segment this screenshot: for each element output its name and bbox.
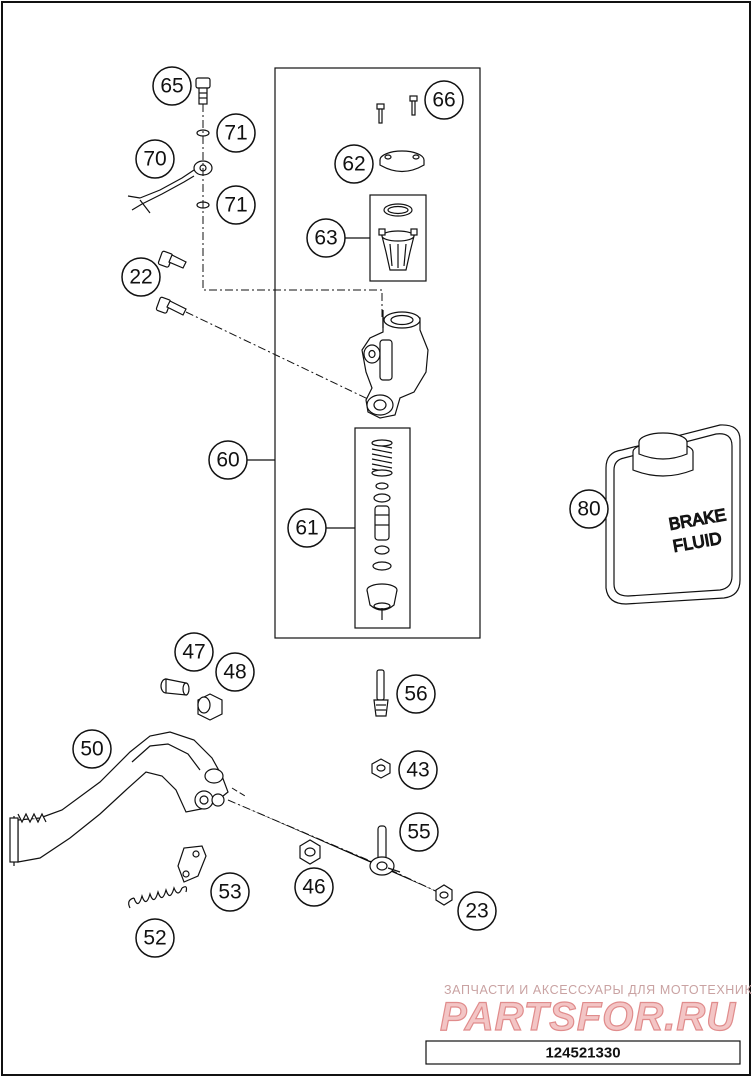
callout-48: 48 — [215, 652, 255, 692]
hose-axis-line — [202, 104, 383, 318]
callout-23: 23 — [457, 891, 497, 931]
watermark-tagline: ЗАПЧАСТИ И АКСЕССУАРЫ ДЛЯ МОТОТЕХНИКИ — [444, 983, 752, 997]
bolt-axis-line — [185, 311, 371, 401]
callout-71-bottom: 71 — [216, 185, 256, 225]
callout-65: 65 — [152, 66, 192, 106]
callout-60: 60 — [208, 440, 248, 480]
callout-53: 53 — [210, 872, 250, 912]
svg-text:22: 22 — [129, 266, 152, 289]
part-number-box — [425, 1040, 741, 1065]
callout-70: 70 — [135, 139, 175, 179]
callout-43: 43 — [398, 750, 438, 790]
svg-text:48: 48 — [223, 661, 246, 684]
master-cylinder-body — [361, 310, 429, 419]
callout-66: 66 — [424, 80, 464, 120]
callout-50: 50 — [72, 729, 112, 769]
svg-text:50: 50 — [80, 738, 103, 761]
part-66-screws — [376, 95, 418, 124]
callout-47: 47 — [174, 632, 214, 672]
master-cylinder-group-box — [274, 67, 481, 639]
svg-text:23: 23 — [465, 900, 488, 923]
part-22-bolt-lower — [155, 296, 187, 316]
pedal-upper-axis-line — [231, 787, 246, 797]
callout-22: 22 — [121, 257, 161, 297]
part-47-pin — [160, 678, 190, 696]
svg-text:80: 80 — [577, 498, 600, 521]
svg-text:71: 71 — [224, 194, 247, 217]
svg-text:70: 70 — [143, 148, 166, 171]
svg-text:62: 62 — [342, 153, 365, 176]
part-23-nut — [435, 884, 453, 906]
part-63-reservoir — [378, 203, 418, 271]
part-50-brake-pedal — [9, 731, 229, 866]
svg-text:47: 47 — [182, 641, 205, 664]
svg-text:53: 53 — [218, 881, 241, 904]
part-55-clevis — [369, 825, 401, 876]
part-number: 124521330 — [545, 1045, 620, 1062]
part-65-banjo-bolt — [195, 77, 211, 105]
svg-text:43: 43 — [406, 759, 429, 782]
svg-text:65: 65 — [160, 75, 183, 98]
callout-52: 52 — [135, 918, 175, 958]
callout-62: 62 — [334, 144, 374, 184]
callout-61: 61 — [287, 508, 327, 548]
callout-46: 46 — [294, 867, 334, 907]
callout-63: 63 — [306, 218, 346, 258]
callout-56: 56 — [396, 674, 436, 714]
part-56-fitting — [373, 669, 389, 717]
part-48-bush — [197, 693, 223, 721]
part-61-piston-kit — [366, 439, 398, 620]
callout-55: 55 — [399, 812, 439, 852]
callout-80: 80 — [569, 489, 609, 529]
watermark-brand: PARTSFOR.RU — [440, 995, 736, 1039]
svg-text:52: 52 — [143, 927, 166, 950]
part-80-brake-fluid-bottle: BRAKE FLUID — [605, 424, 741, 605]
svg-text:60: 60 — [216, 449, 239, 472]
part-62-reservoir-cover — [379, 150, 425, 173]
svg-text:55: 55 — [407, 821, 430, 844]
part-43-nut — [371, 758, 391, 779]
svg-text:56: 56 — [404, 683, 427, 706]
part-22-bolt-upper — [157, 250, 187, 269]
callout-71-top: 71 — [216, 113, 256, 153]
part-52-spring — [128, 886, 188, 909]
svg-text:63: 63 — [314, 227, 337, 250]
part-53-plate — [177, 845, 207, 883]
svg-text:66: 66 — [432, 89, 455, 112]
svg-text:46: 46 — [302, 876, 325, 899]
part-46-nut — [299, 839, 321, 865]
svg-text:61: 61 — [295, 517, 318, 540]
svg-text:71: 71 — [224, 122, 247, 145]
